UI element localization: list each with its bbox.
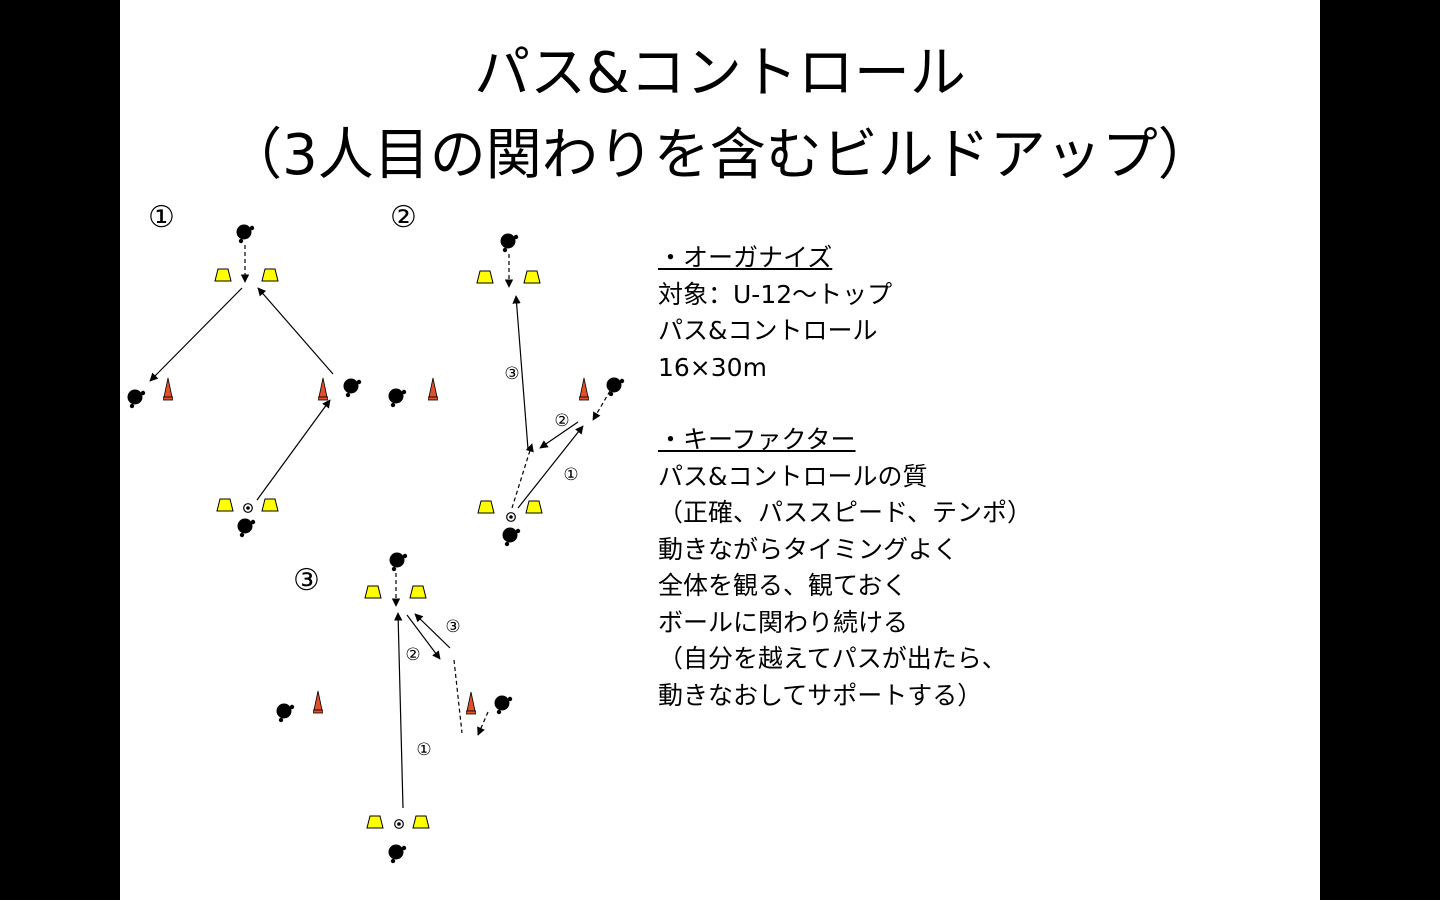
arrow-label: ③ [504,364,519,384]
key-factor-line: （正確、パススピード、テンポ） [658,498,1033,527]
player-bottom [237,518,256,538]
key-factors-heading: ・キーファクター [658,425,856,454]
key-factor-line: パス&コントロールの質 [658,461,928,491]
arrow-label: ③ [445,617,460,637]
key-factor-line: 動きながらタイミングよく [658,534,959,564]
player-bottom [388,844,407,864]
arrow-label: ② [405,645,420,665]
marker-cone [364,585,382,599]
player-right [343,378,362,398]
tall-cone [318,377,328,401]
organize-heading: ・オーガナイズ [658,243,833,272]
diagram-3: ③ ② ① [276,552,513,864]
diagram-2: ③ ② ① [388,233,625,547]
player-right [494,695,513,715]
marker-cone [476,270,494,284]
tall-cone [466,691,476,715]
slide-subtitle: （3人目の関わりを含むビルドアップ） [226,123,1214,188]
arrow-label: ② [554,411,569,431]
drill-diagrams: ③ ② ① ③ ② ① [127,224,625,864]
ball [394,819,404,829]
player-left [388,388,407,408]
tall-cone [163,377,173,401]
key-factor-line: ボールに関わり続ける [658,607,909,637]
slide-title: パス&コントロール [474,41,966,106]
marker-cone [261,498,279,512]
ball [243,503,253,513]
marker-cone [366,815,384,829]
key-factor-line: 動きなおしてサポートする） [658,680,983,710]
player-top [236,224,255,244]
tall-cone [579,377,589,401]
organize-line: パス&コントロール [658,316,878,345]
player-top [389,552,408,572]
spacer [658,386,1178,422]
diagram-2-label: ② [390,200,417,235]
key-factor-line: 全体を観る、観ておく [658,571,908,600]
marker-cone [214,268,232,282]
tall-cone [428,377,438,401]
arrow-label: ① [563,465,578,485]
organize-line: 16×30m [658,352,767,382]
marker-cone [409,585,427,599]
ball [506,512,516,522]
slide: パス&コントロール （3人目の関わりを含むビルドアップ） ① ② ③ [120,0,1320,900]
player-left [276,703,295,723]
marker-cone [412,815,430,829]
diagram-3-label: ③ [293,563,320,598]
marker-cone [523,270,541,284]
arrow-label: ① [416,740,431,760]
key-factor-line: （自分を越えてパスが出たら、 [658,644,1007,673]
player-bottom [502,527,521,547]
marker-cone [477,500,495,514]
marker-cone [216,498,234,512]
player-left [127,389,146,409]
player-top [500,233,519,253]
tall-cone [313,690,323,714]
marker-cone [525,500,543,514]
info-panel: ・オーガナイズ 対象：U-12〜トップ パス&コントロール 16×30m ・キー… [658,240,1178,714]
diagram-1 [127,224,362,538]
organize-line: 対象：U-12〜トップ [658,279,893,309]
diagram-1-label: ① [148,200,175,235]
marker-cone [261,268,279,282]
